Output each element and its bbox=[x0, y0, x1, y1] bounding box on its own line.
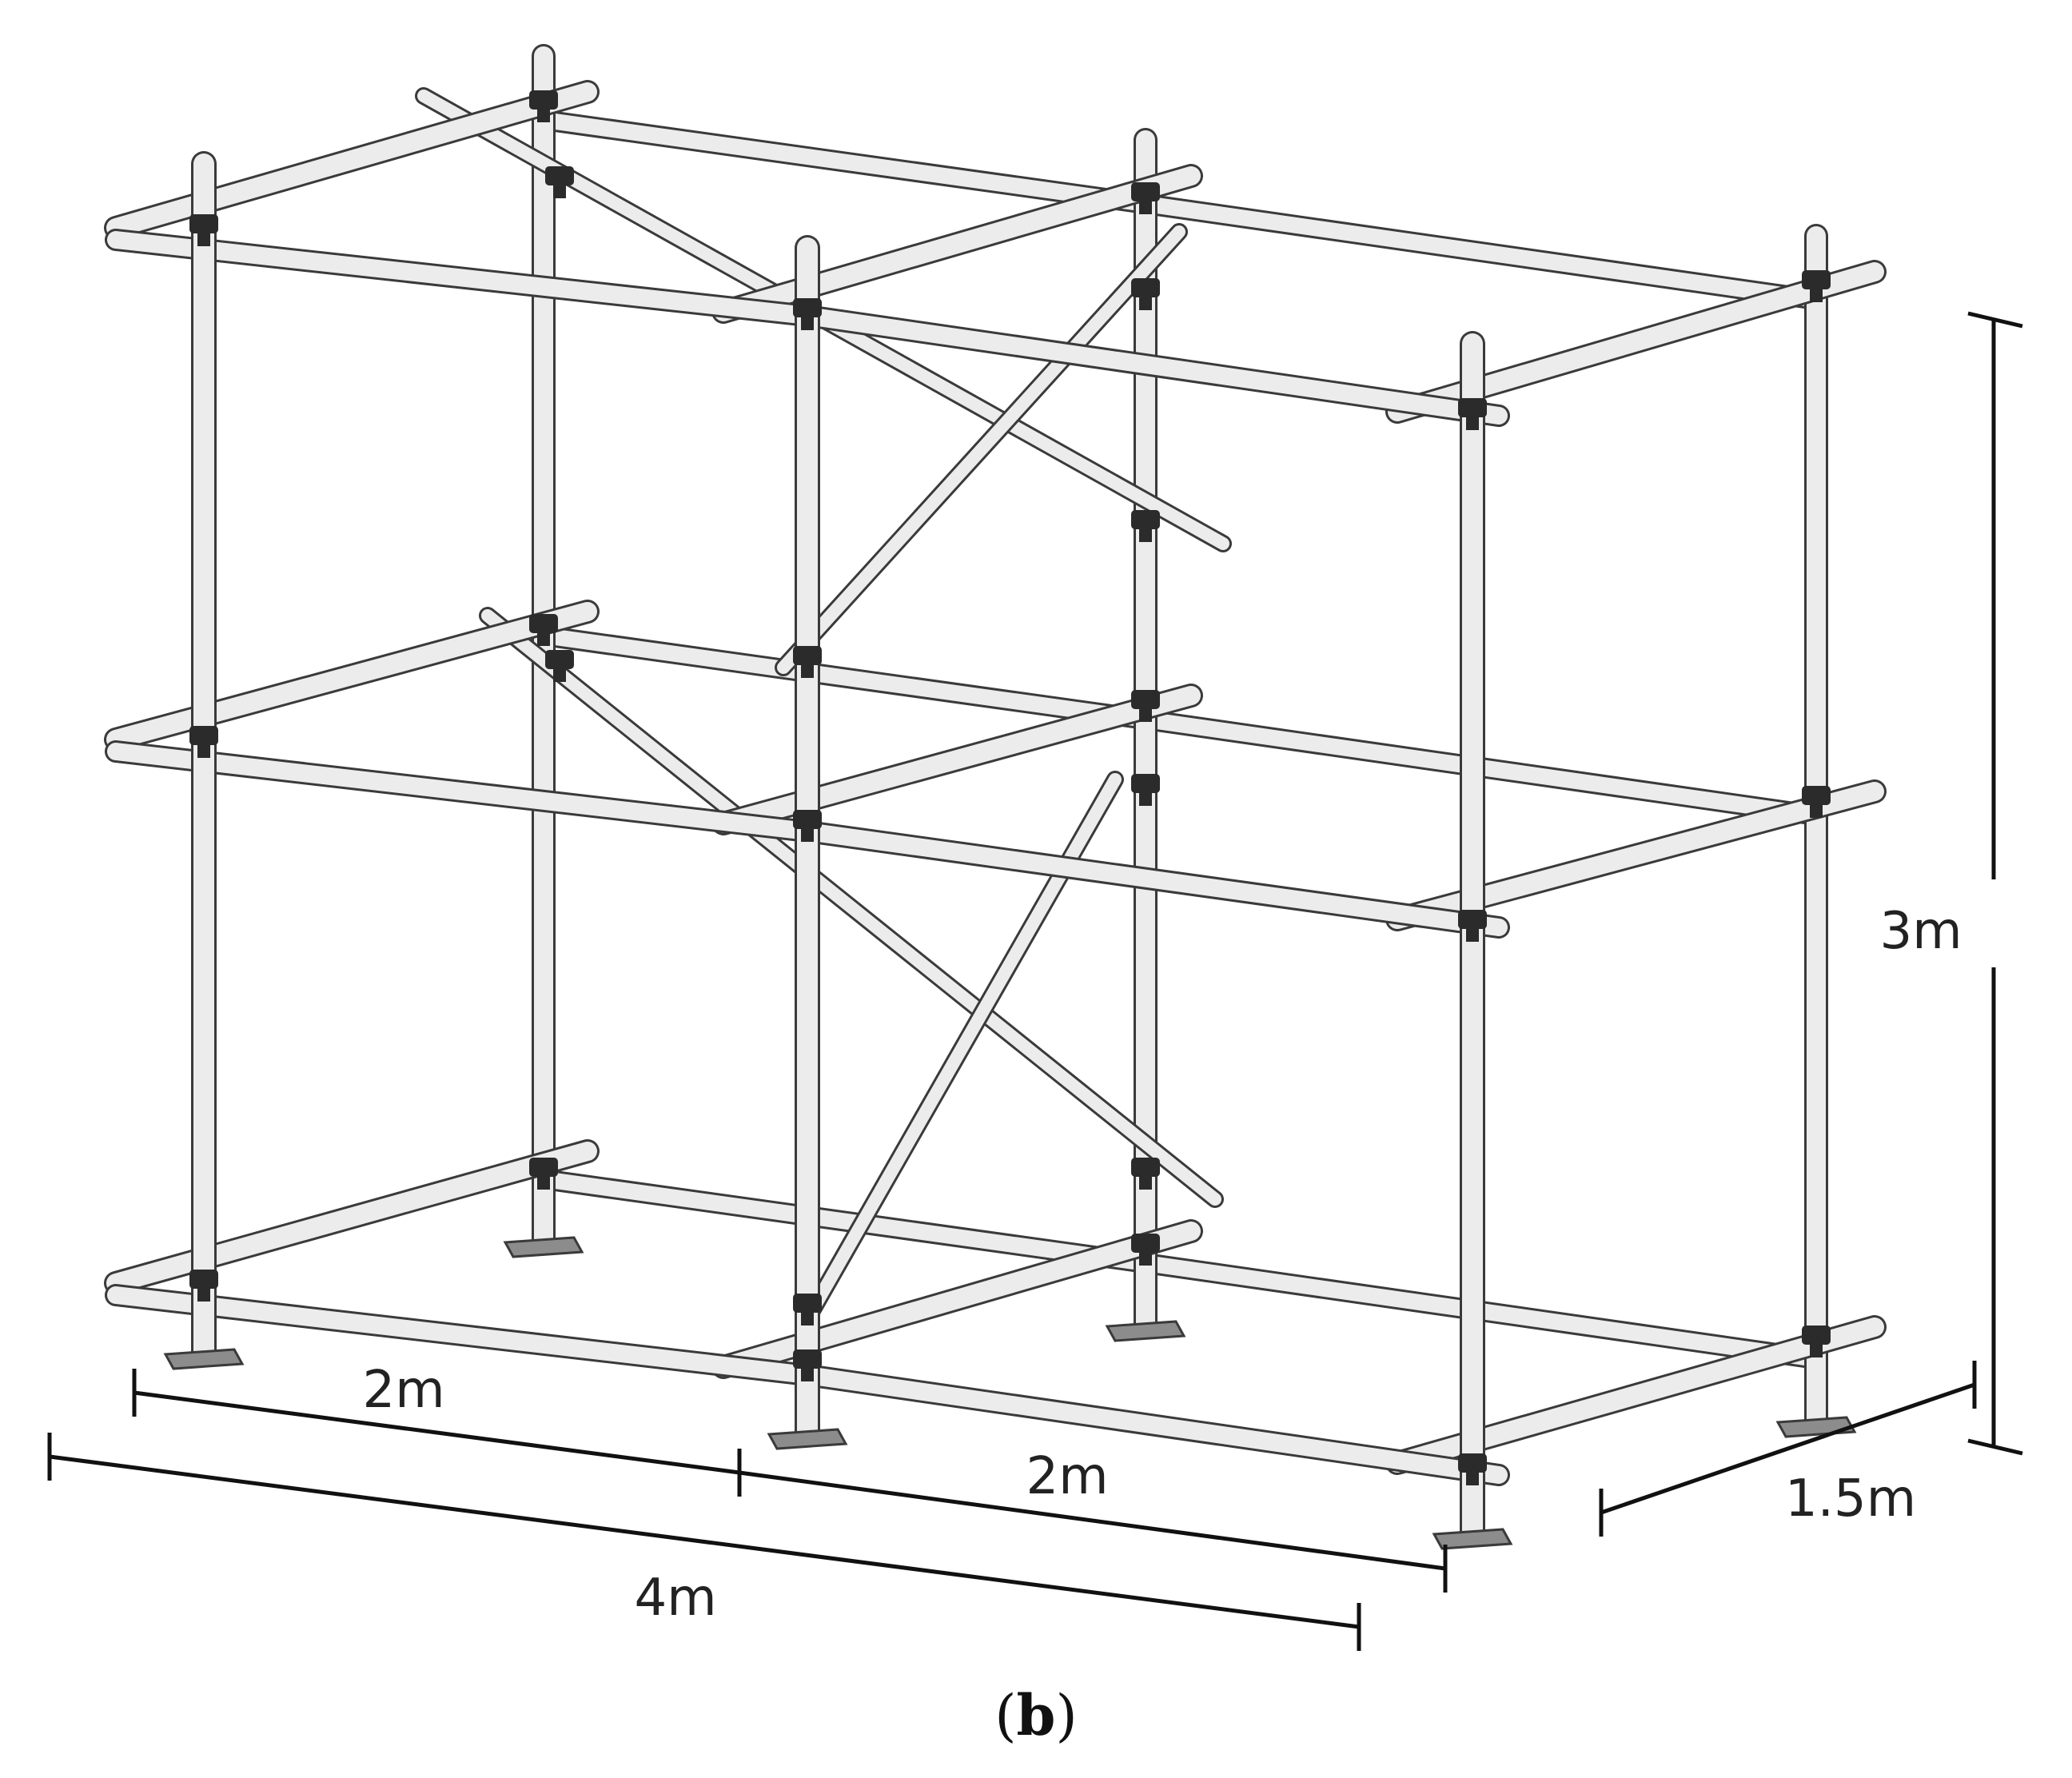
caption-letter: b bbox=[1017, 1682, 1056, 1748]
rear-ledger bbox=[533, 110, 1156, 214]
coupler bbox=[1458, 1453, 1487, 1485]
coupler bbox=[793, 1349, 822, 1381]
base-plate bbox=[503, 1236, 584, 1258]
coupler bbox=[189, 726, 218, 758]
caption-open-paren: ( bbox=[994, 1683, 1016, 1748]
coupler bbox=[189, 1270, 218, 1302]
coupler bbox=[1802, 270, 1831, 302]
front-ledger bbox=[105, 229, 819, 327]
coupler bbox=[1131, 182, 1160, 214]
coupler-clamps bbox=[189, 90, 1831, 1485]
coupler bbox=[189, 214, 218, 246]
coupler bbox=[1131, 510, 1160, 542]
caption-close-paren: ) bbox=[1055, 1683, 1077, 1748]
transverse-tube bbox=[711, 684, 1203, 835]
front-frame bbox=[105, 151, 1513, 1550]
transverse-tube bbox=[104, 1139, 600, 1295]
coupler bbox=[529, 90, 558, 122]
coupler bbox=[1131, 690, 1160, 722]
dim-tick bbox=[1967, 1438, 2023, 1456]
figure-caption: (b) bbox=[994, 1682, 1078, 1748]
coupler bbox=[1458, 398, 1487, 430]
rear-ledger bbox=[533, 625, 1156, 730]
coupler bbox=[1458, 910, 1487, 942]
dim-label-depth: 1.5m bbox=[1785, 1469, 1916, 1529]
front-ledger bbox=[796, 1364, 1510, 1486]
coupler bbox=[1131, 278, 1160, 310]
coupler bbox=[793, 646, 822, 678]
coupler bbox=[529, 614, 558, 646]
dim-label-bay-1: 2m bbox=[362, 1361, 444, 1420]
dim-label-bay-2: 2m bbox=[1026, 1447, 1108, 1506]
rear-ledger bbox=[1135, 193, 1827, 310]
dim-line-depth bbox=[1600, 1382, 1975, 1515]
front-ledger bbox=[796, 305, 1510, 427]
base-plate bbox=[767, 1428, 848, 1450]
coupler bbox=[545, 166, 574, 198]
diagonal-brace bbox=[775, 223, 1188, 676]
dim-label-total: 4m bbox=[634, 1569, 716, 1628]
dim-line-bay-2 bbox=[739, 1470, 1446, 1571]
front-ledger bbox=[796, 820, 1510, 939]
base-plate bbox=[1105, 1320, 1186, 1342]
coupler bbox=[793, 810, 822, 842]
coupler bbox=[1802, 1326, 1831, 1357]
coupler bbox=[529, 1158, 558, 1190]
coupler bbox=[1802, 786, 1831, 818]
dim-tick bbox=[1967, 311, 2023, 329]
base-plate bbox=[1432, 1528, 1513, 1550]
rear-ledger bbox=[533, 1169, 1156, 1274]
coupler bbox=[1131, 774, 1160, 806]
base-plate bbox=[163, 1348, 245, 1370]
base-plate bbox=[1775, 1416, 1857, 1438]
coupler bbox=[793, 298, 822, 330]
coupler bbox=[793, 1294, 822, 1326]
front-ledger bbox=[105, 1284, 819, 1386]
transverse-tube bbox=[104, 80, 600, 240]
diagonal-brace bbox=[479, 607, 1224, 1208]
coupler bbox=[545, 650, 574, 682]
dim-line-total bbox=[49, 1454, 1360, 1629]
front-ledger bbox=[105, 740, 819, 843]
transverse-tube bbox=[104, 600, 600, 751]
dim-line-bay-1 bbox=[133, 1390, 740, 1475]
coupler bbox=[1131, 1234, 1160, 1266]
dim-label-height: 3m bbox=[1879, 902, 1962, 961]
rear-frame bbox=[503, 44, 1857, 1438]
dimension-lines bbox=[47, 311, 2023, 1651]
coupler bbox=[1131, 1158, 1160, 1190]
